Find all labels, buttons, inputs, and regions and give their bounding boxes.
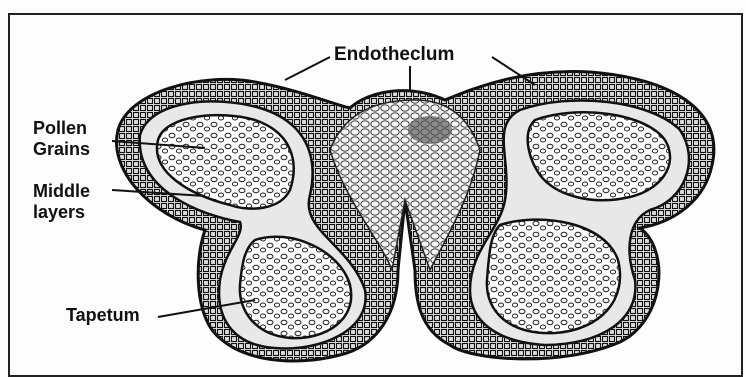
- label-tapetum: Tapetum: [66, 305, 140, 326]
- label-middle-layers: Middle layers: [33, 181, 90, 223]
- label-endothecium: Endotheclum: [334, 44, 454, 65]
- pollen-sac-lower-right: [487, 220, 620, 334]
- leader-endothecium-left: [285, 57, 330, 80]
- label-middle-line2: layers: [33, 202, 90, 223]
- label-middle-line1: Middle: [33, 181, 90, 202]
- label-pollen-line2: Grains: [33, 139, 90, 160]
- vascular-bundle: [408, 116, 452, 144]
- label-pollen-grains: Pollen Grains: [33, 118, 90, 160]
- label-pollen-line1: Pollen: [33, 118, 90, 139]
